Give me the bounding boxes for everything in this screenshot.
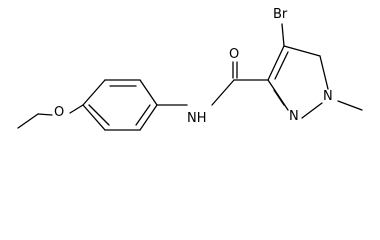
pyrazole-bond-c4-c5 [283,45,321,57]
bond-c4-br [281,23,285,47]
ether-oxygen-label: O [54,105,65,120]
carbonyl-oxygen-label: O [229,47,240,62]
amide-nh-label: NH [187,111,207,126]
bond-nh-carbonyl [211,79,235,106]
bromine-atom-label: Br [273,7,288,22]
pyrazole-bond-n1-n2 [301,102,323,119]
pyrazole-bond-c3-c4 [267,45,285,81]
bond-ether-o-ring [69,104,84,114]
phenyl-bond-4 [139,104,158,131]
pyrazole-inner-bond-c3-c4 [274,51,289,80]
phenyl-inner-bond-b [135,104,151,126]
chemical-structure-canvas: Br O NH O N N [17,7,363,131]
bond-ethyl-ch3-ch2 [17,113,39,129]
bond-ethyl-ch2-o [37,113,53,116]
phenyl-bond-1 [82,79,106,106]
pyrazole-inner-bond-n2-c3 [273,89,285,106]
molecule-bond-drawing [17,23,363,131]
bond-n1-methyl [337,100,363,111]
phenyl-inner-bond-c [88,104,110,126]
phenyl-bond-3 [139,79,158,106]
pyrazole-n2-label: N [289,109,299,124]
phenyl-bond-6 [82,104,106,131]
pyrazole-n1-label: N [323,89,333,104]
pyrazole-bond-c5-n1 [319,55,329,90]
